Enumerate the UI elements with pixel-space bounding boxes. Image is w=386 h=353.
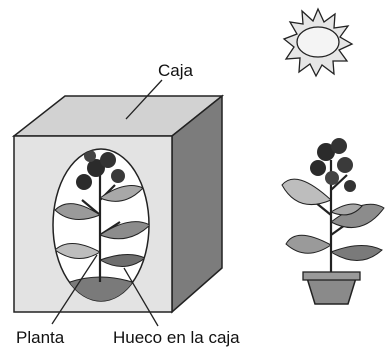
box-leader-line <box>125 79 163 120</box>
hole-label: Hueco en la caja <box>113 328 240 347</box>
hole-leader-line <box>123 267 159 327</box>
plant-label: Planta <box>16 328 65 347</box>
potted-plant-icon <box>281 138 385 305</box>
box-label: Caja <box>158 61 194 80</box>
pot <box>305 277 358 305</box>
plant-leader-line <box>51 254 98 325</box>
hole-in-box <box>52 148 150 302</box>
sun-icon <box>282 7 354 78</box>
